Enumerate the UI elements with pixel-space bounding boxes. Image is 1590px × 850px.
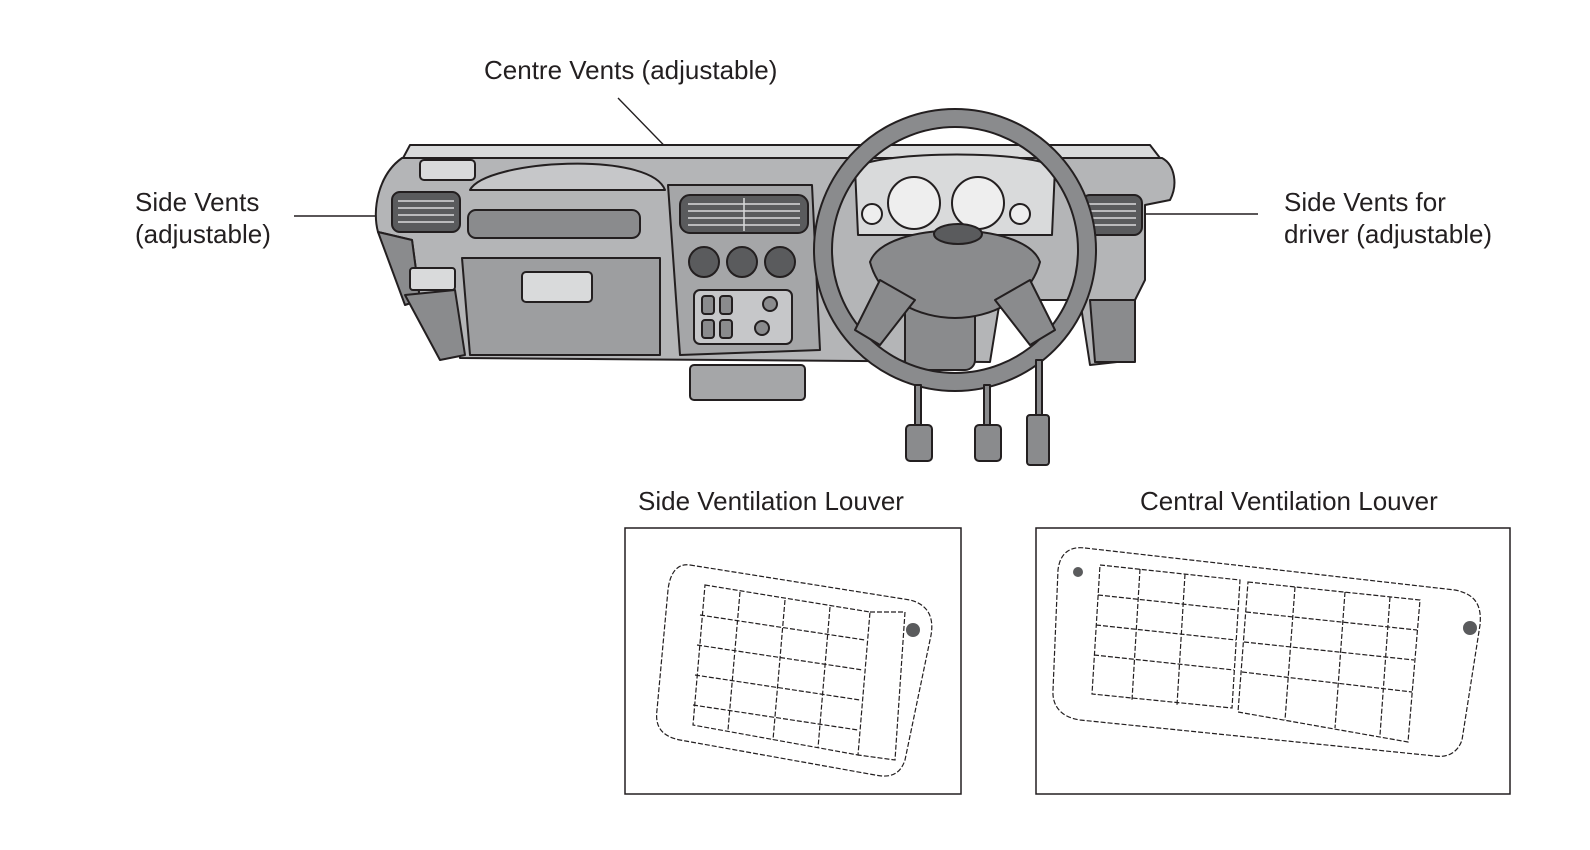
pedals xyxy=(905,359,1050,466)
glove-box xyxy=(461,257,661,356)
side-vents-line1: Side Vents xyxy=(135,187,260,217)
tachometer xyxy=(951,176,1005,230)
central-louver-title-text: Central Ventilation Louver xyxy=(1140,486,1438,516)
side-louver-frame xyxy=(624,527,962,795)
left-lower-tray xyxy=(409,267,456,291)
dash-right-lower xyxy=(1089,299,1136,363)
central-louver-knob-left xyxy=(1073,567,1083,577)
middle-hood xyxy=(469,162,666,191)
side-louver-title-text: Side Ventilation Louver xyxy=(638,486,904,516)
driver-side-vents-label: Side Vents for driver (adjustable) xyxy=(1284,186,1492,250)
steering-wheel-rim-fill xyxy=(815,110,1095,390)
steering-spoke-right xyxy=(994,279,1056,346)
knob-3 xyxy=(764,246,796,278)
lower-console-box xyxy=(689,364,806,401)
left-vent-slats xyxy=(398,200,454,223)
pedal-brake xyxy=(974,424,1002,462)
driver-side-vents-line2: driver (adjustable) xyxy=(1284,219,1493,249)
side-louver-knob xyxy=(906,623,920,637)
knob-2 xyxy=(726,246,758,278)
centre-vent-slats xyxy=(688,198,800,231)
side-louver-sketch xyxy=(655,564,933,777)
top-tray xyxy=(419,159,476,181)
fuel-gauge xyxy=(861,203,883,225)
side-vents-label: Side Vents (adjustable) xyxy=(135,186,271,250)
steering-wheel-logo xyxy=(933,223,983,245)
pedal-clutch xyxy=(905,424,933,462)
centre-vents-label: Centre Vents (adjustable) xyxy=(484,54,777,86)
driver-side-vents-line1: Side Vents for xyxy=(1284,187,1446,217)
left-side-vent xyxy=(391,191,461,233)
pedal-arm-clutch xyxy=(914,384,922,431)
central-louver-sketch xyxy=(1052,547,1481,757)
right-vent-slats xyxy=(1088,203,1136,226)
steering-spoke-left xyxy=(854,279,916,346)
dashboard-illustration xyxy=(374,108,1176,466)
central-louver-knob-right xyxy=(1463,621,1477,635)
long-slot xyxy=(467,209,641,239)
side-vents-line2: (adjustable) xyxy=(135,219,271,249)
central-louver-frame xyxy=(1035,527,1511,795)
temp-gauge xyxy=(1009,203,1031,225)
centre-vents-text: Centre Vents (adjustable) xyxy=(484,55,778,85)
side-louver-title: Side Ventilation Louver xyxy=(638,485,904,517)
pedal-arm-brake xyxy=(983,384,991,431)
speedometer xyxy=(887,176,941,230)
central-louver-title: Central Ventilation Louver xyxy=(1140,485,1438,517)
pedal-accelerator xyxy=(1026,414,1050,466)
switches xyxy=(701,295,778,339)
knob-1 xyxy=(688,246,720,278)
glove-box-handle xyxy=(521,271,593,303)
pedal-arm-accelerator xyxy=(1035,359,1043,421)
dash-left-lower xyxy=(404,289,466,361)
